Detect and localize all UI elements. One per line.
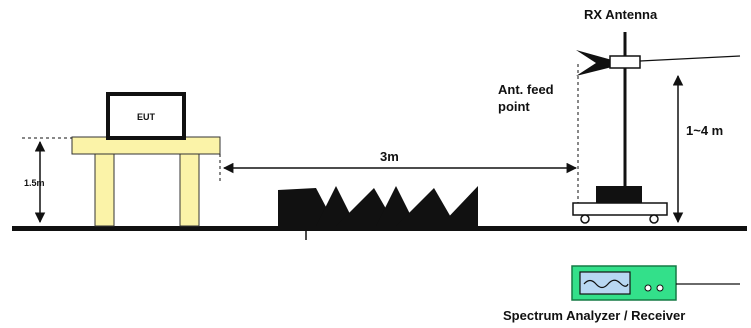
spectrum-analyzer-label: Spectrum Analyzer / Receiver [503, 308, 685, 323]
distance-dimension: 3m [222, 149, 578, 174]
eut-monitor-icon: EUT [106, 92, 186, 140]
antenna-height-label: 1~4 m [686, 123, 723, 138]
table [71, 136, 221, 227]
table-height-label: 1.5m [24, 178, 45, 188]
antenna-cable [639, 55, 741, 62]
spectrum-analyzer-icon [571, 265, 740, 301]
ground-line [12, 226, 747, 231]
antenna-height-dimension: 1~4 m [672, 74, 723, 224]
rx-antenna-label: RX Antenna [584, 7, 658, 22]
feed-point-label-line1: Ant. feed [498, 82, 554, 97]
distance-label: 3m [380, 149, 399, 164]
eut-label: EUT [137, 112, 156, 122]
horn-antenna-icon [576, 50, 641, 76]
table-height-dimension: 1.5m [22, 137, 72, 224]
antenna-mast [572, 32, 668, 224]
feed-point-label-line2: point [498, 99, 530, 114]
absorber-cones-icon [278, 186, 478, 226]
